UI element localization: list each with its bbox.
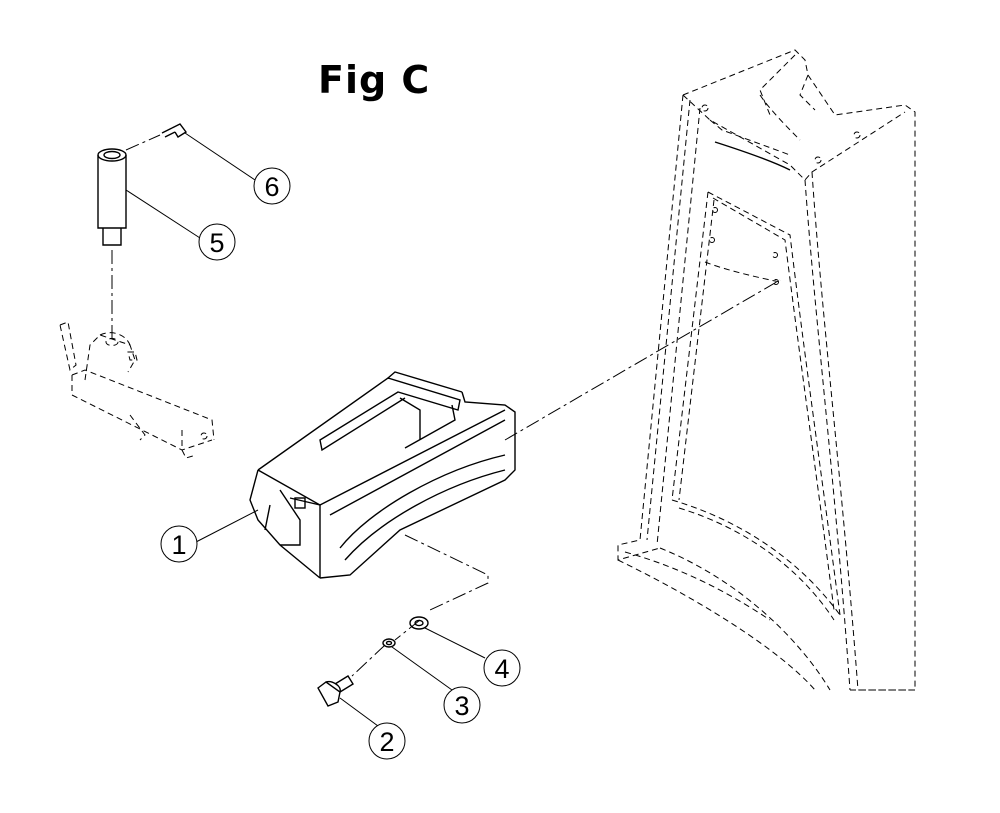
callout-2-number: 2 (379, 727, 394, 757)
callout-3: 3 (391, 646, 481, 724)
part-1-tool-rest-base (249, 371, 516, 579)
callout-1-number: 1 (171, 530, 186, 560)
part-3-lock-washer (382, 638, 396, 648)
callout-4: 4 (424, 627, 521, 687)
callout-2: 2 (339, 697, 406, 760)
callout-4-number: 4 (494, 654, 509, 684)
part-2-cap-screw (317, 675, 354, 707)
figure-title: Fig C (318, 58, 431, 102)
callout-6: 6 (184, 132, 291, 205)
part-6-set-screw (161, 123, 188, 138)
callout-1: 1 (160, 509, 259, 563)
tool-rest-holder (59, 321, 215, 459)
part-4-flat-washer (409, 616, 429, 630)
callout-5: 5 (125, 189, 236, 261)
callout-5-number: 5 (209, 228, 224, 258)
assembly-center-lines (111, 134, 781, 677)
stand-leg (617, 49, 916, 691)
part-5-handle (97, 148, 127, 246)
callout-6-number: 6 (264, 172, 279, 202)
callout-3-number: 3 (454, 691, 469, 721)
